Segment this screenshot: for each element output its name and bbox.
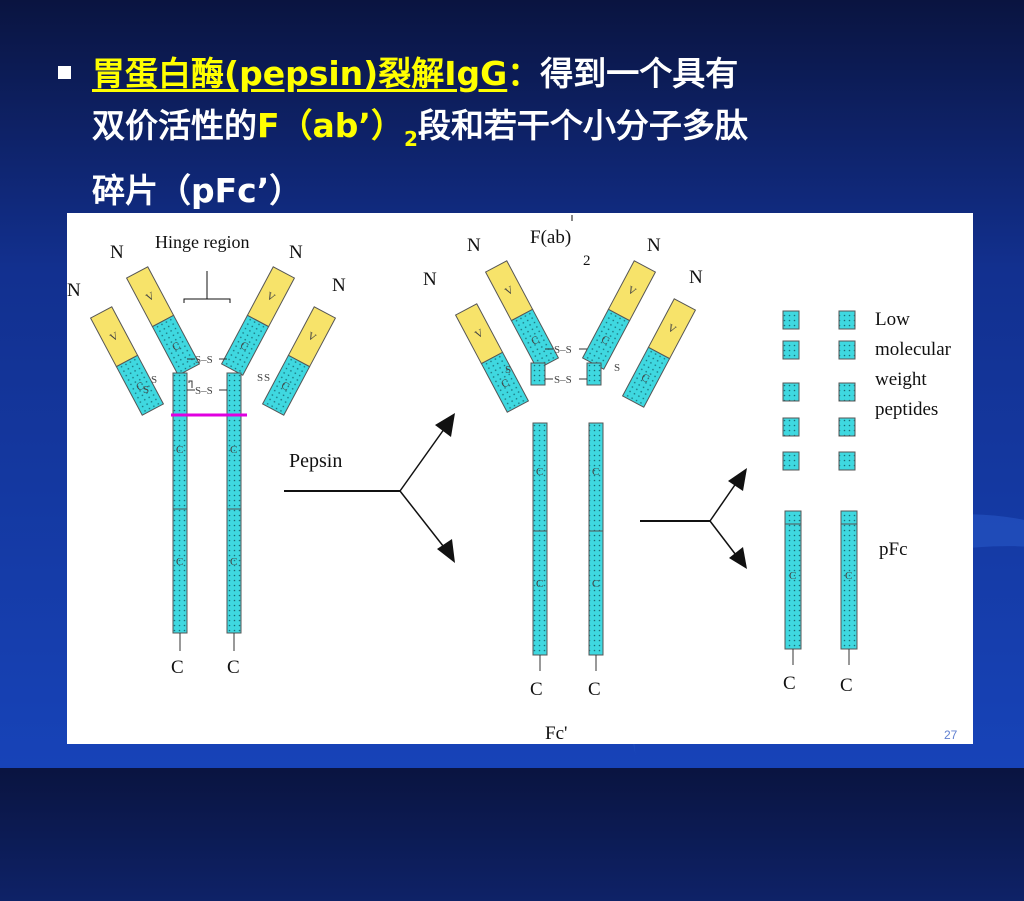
left-heavy-fd: V C <box>484 260 560 370</box>
arrow-head-down <box>729 547 747 569</box>
arrow-head-down <box>437 539 455 563</box>
domain-c-label: C <box>230 444 237 456</box>
right-heavy-fd: V C <box>220 266 296 376</box>
disulfide-bond-label: S–S <box>554 374 572 386</box>
low-mw-label-line4: peptides <box>875 399 938 420</box>
n-terminal-label: N <box>689 267 703 288</box>
low-mw-label-line2: molecular <box>875 339 952 360</box>
n-terminal-label: N <box>110 242 124 263</box>
right-light-chain: V C <box>261 306 337 416</box>
disulfide-bond-label: S–S <box>195 354 213 366</box>
c-terminal-label: C <box>588 679 601 700</box>
n-terminal-label: N <box>647 235 661 256</box>
arrow-head-up <box>435 413 455 437</box>
hinge-region-label: Hinge region <box>155 232 249 252</box>
line2-fab: F（ab’） <box>257 106 404 145</box>
disulfide-s-label: S <box>257 372 263 384</box>
n-terminal-label: N <box>67 280 81 301</box>
slide-heading: 胃蛋白酶(pepsin)裂解IgG：得到一个具有 双价活性的F（ab’）2段和若… <box>92 48 992 217</box>
right-fc-prime-column <box>588 422 604 656</box>
degradation-arrow <box>640 468 747 569</box>
disulfide-s-label: S <box>143 384 149 396</box>
intact-igg: V C V C V C V C <box>67 232 346 678</box>
fab2-label: F(ab) <box>530 227 571 248</box>
pepsin-arrow: Pepsin <box>284 413 455 563</box>
title-colon: ： <box>507 54 541 93</box>
c-terminal-label: C <box>227 657 240 678</box>
disulfide-s-label: S <box>614 362 620 374</box>
line2-text-b: 段和若干个小分子多肽 <box>417 106 748 145</box>
domain-c-label: C <box>592 578 599 590</box>
left-light-chain: V C <box>454 303 530 413</box>
c-terminal-label: C <box>840 675 853 696</box>
disulfide-bond-label: S–S <box>195 385 213 397</box>
low-mw-label-line3: weight <box>875 369 927 390</box>
disulfide-s-label: S <box>505 364 511 376</box>
left-light-chain: V C <box>89 306 165 416</box>
title-rest: 得到一个具有 <box>540 54 739 93</box>
left-heavy-fd: V C <box>125 266 201 376</box>
line2-subscript: 2 <box>403 127 418 151</box>
pfc-label: pFc <box>879 539 908 560</box>
c-terminal-label: C <box>783 673 796 694</box>
domain-c-label: C <box>845 570 852 582</box>
right-light-chain: V C <box>621 298 697 408</box>
domain-c-label: C <box>789 570 796 582</box>
pfc-fragment: C C C C pFc <box>783 510 908 696</box>
fc-prime-fragment: C C C C C C Fc' <box>530 422 604 744</box>
domain-c-label: C <box>536 466 543 478</box>
n-terminal-label: N <box>467 235 481 256</box>
right-fc-column <box>226 372 242 634</box>
c-terminal-label: C <box>171 657 184 678</box>
right-heavy-fd: V C <box>581 260 657 370</box>
left-fc-prime-column <box>532 422 548 656</box>
page-number: 27 <box>944 728 958 742</box>
domain-c-label: C <box>230 556 237 568</box>
pepsin-cleavage-diagram: V C V C V C V C <box>67 213 973 744</box>
disulfide-s-label: S <box>264 372 270 384</box>
hinge-bracket <box>183 271 231 303</box>
left-fc-column <box>172 372 188 634</box>
title-highlight: 胃蛋白酶(pepsin)裂解IgG <box>92 54 508 93</box>
fab2-subscript: 2 <box>583 253 591 269</box>
low-mw-peptides: Low molecular weight peptides <box>782 309 952 471</box>
line2-text-a: 双价活性的 <box>92 106 257 145</box>
n-terminal-label: N <box>332 275 346 296</box>
domain-c-label: C <box>536 578 543 590</box>
bullet-square-icon <box>58 66 71 79</box>
arrow-head-up <box>728 468 747 491</box>
domain-c-label: C <box>176 556 183 568</box>
n-terminal-label: N <box>289 242 303 263</box>
c-terminal-label: C <box>530 679 543 700</box>
line3-text: 碎片（pFc’） <box>92 171 303 210</box>
pepsin-label: Pepsin <box>289 450 342 472</box>
disulfide-s-label: S <box>151 374 157 386</box>
fab2-fragment: F(ab) 2 V C V C V C <box>423 215 703 413</box>
n-terminal-label: N <box>423 269 437 290</box>
low-mw-label-line1: Low <box>875 309 910 330</box>
disulfide-bond-label: S–S <box>554 344 572 356</box>
diagram-canvas: V C V C V C V C <box>67 215 952 744</box>
domain-c-label: C <box>176 444 183 456</box>
domain-c-label: C <box>592 466 599 478</box>
fc-prime-label: Fc' <box>545 723 567 744</box>
